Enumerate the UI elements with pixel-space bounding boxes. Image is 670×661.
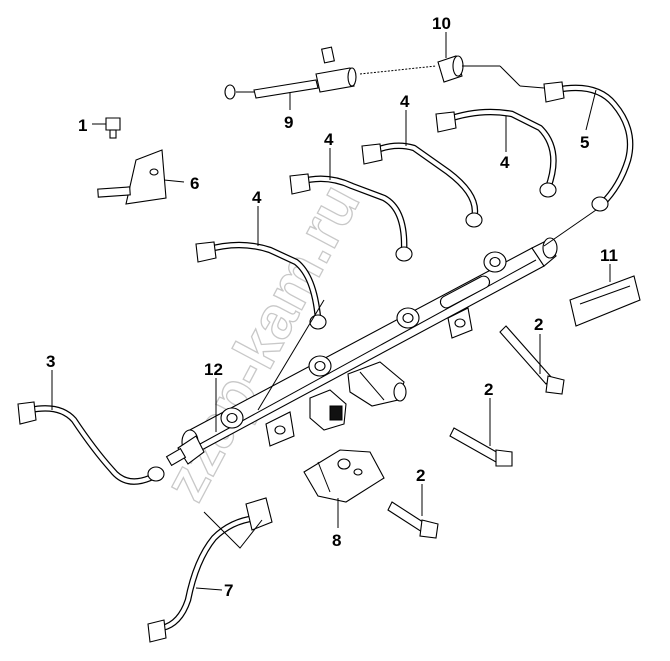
label-plate (569, 275, 641, 327)
bracket (97, 149, 167, 205)
callout-2: 2 (416, 466, 425, 485)
callout-3: 3 (46, 352, 55, 371)
leader-lines (51, 32, 611, 591)
small-bolt (105, 117, 121, 139)
callouts: 1 2 2 2 3 4 4 4 4 5 6 7 8 9 10 11 12 (46, 14, 618, 600)
return-rod-assembly (224, 46, 437, 100)
callout-4: 4 (324, 130, 334, 149)
rail-boss (220, 251, 507, 429)
mounting-bolt (387, 501, 439, 539)
callout-5: 5 (580, 133, 589, 152)
pressure-sensor (347, 361, 407, 407)
callout-9: 9 (284, 113, 293, 132)
callout-4: 4 (500, 153, 510, 172)
line-nut (309, 182, 557, 330)
callout-6: 6 (190, 174, 199, 193)
callout-4: 4 (400, 92, 410, 111)
mounting-bracket (303, 449, 385, 503)
callout-10: 10 (432, 14, 451, 33)
callout-2: 2 (484, 380, 493, 399)
injector-line (195, 241, 322, 322)
callout-4: 4 (252, 188, 262, 207)
callout-2: 2 (534, 315, 543, 334)
callout-11: 11 (600, 246, 618, 265)
callout-8: 8 (332, 531, 341, 550)
high-pressure-line (543, 81, 634, 247)
mounting-bolt (449, 427, 513, 467)
mounting-bolt (499, 325, 565, 395)
injector-line (361, 142, 479, 222)
callout-1: 1 (78, 116, 87, 135)
fuel-line (147, 497, 273, 643)
injector-line (435, 108, 557, 192)
fuel-rail (165, 237, 558, 467)
callout-7: 7 (224, 581, 233, 600)
injector-line (289, 173, 408, 256)
fitting (437, 55, 545, 89)
return-line (17, 401, 165, 485)
callout-12: 12 (204, 360, 223, 379)
pressure-relief-valve (165, 435, 205, 467)
rail-connector (309, 389, 347, 431)
